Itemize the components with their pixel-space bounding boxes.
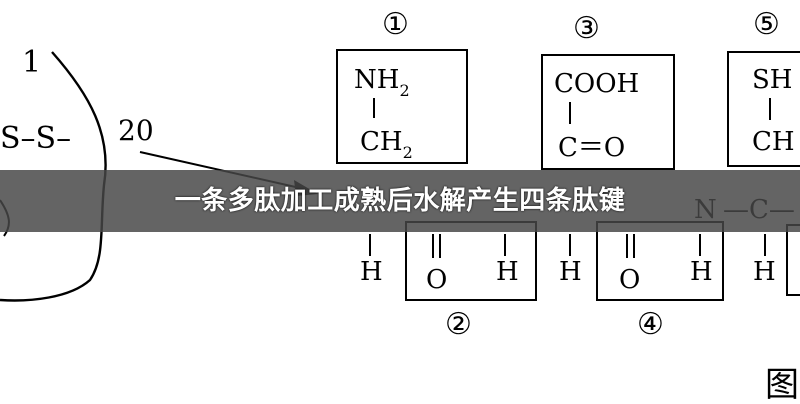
box-1 bbox=[336, 49, 468, 164]
disulfide-bond: S–S– bbox=[0, 121, 71, 156]
backbone-h-right: H bbox=[753, 257, 776, 287]
box2-o: O bbox=[426, 265, 447, 295]
box4-h: H bbox=[690, 257, 713, 287]
box5-sh: SH bbox=[752, 65, 793, 95]
box5-ch: CH bbox=[752, 127, 795, 157]
figure-label: 图 bbox=[765, 365, 799, 400]
marker-4: ④ bbox=[637, 307, 664, 342]
box2-h: H bbox=[496, 257, 519, 287]
caption-overlay bbox=[0, 170, 800, 232]
backbone-h-left: H bbox=[360, 257, 383, 287]
box1-ch: CH2 bbox=[360, 127, 413, 162]
caption-text: 一条多肽加工成熟后水解产生四条肽键 bbox=[174, 186, 626, 216]
box1-nh: NH2 bbox=[354, 65, 410, 100]
chain-label-end: 20 bbox=[118, 114, 154, 147]
marker-2: ② bbox=[445, 307, 472, 342]
box-right-partial bbox=[786, 224, 800, 296]
marker-5: ⑤ bbox=[753, 7, 780, 42]
box3-co: C＝O bbox=[558, 133, 625, 163]
box-5 bbox=[727, 51, 800, 167]
marker-1: ① bbox=[382, 7, 409, 42]
backbone-h-mid: H bbox=[559, 257, 582, 287]
chain-label-start: 1 bbox=[22, 45, 41, 80]
box-3 bbox=[541, 54, 675, 170]
box4-o: O bbox=[619, 265, 640, 295]
box3-cooh: COOH bbox=[554, 69, 639, 99]
marker-3: ③ bbox=[573, 11, 600, 46]
